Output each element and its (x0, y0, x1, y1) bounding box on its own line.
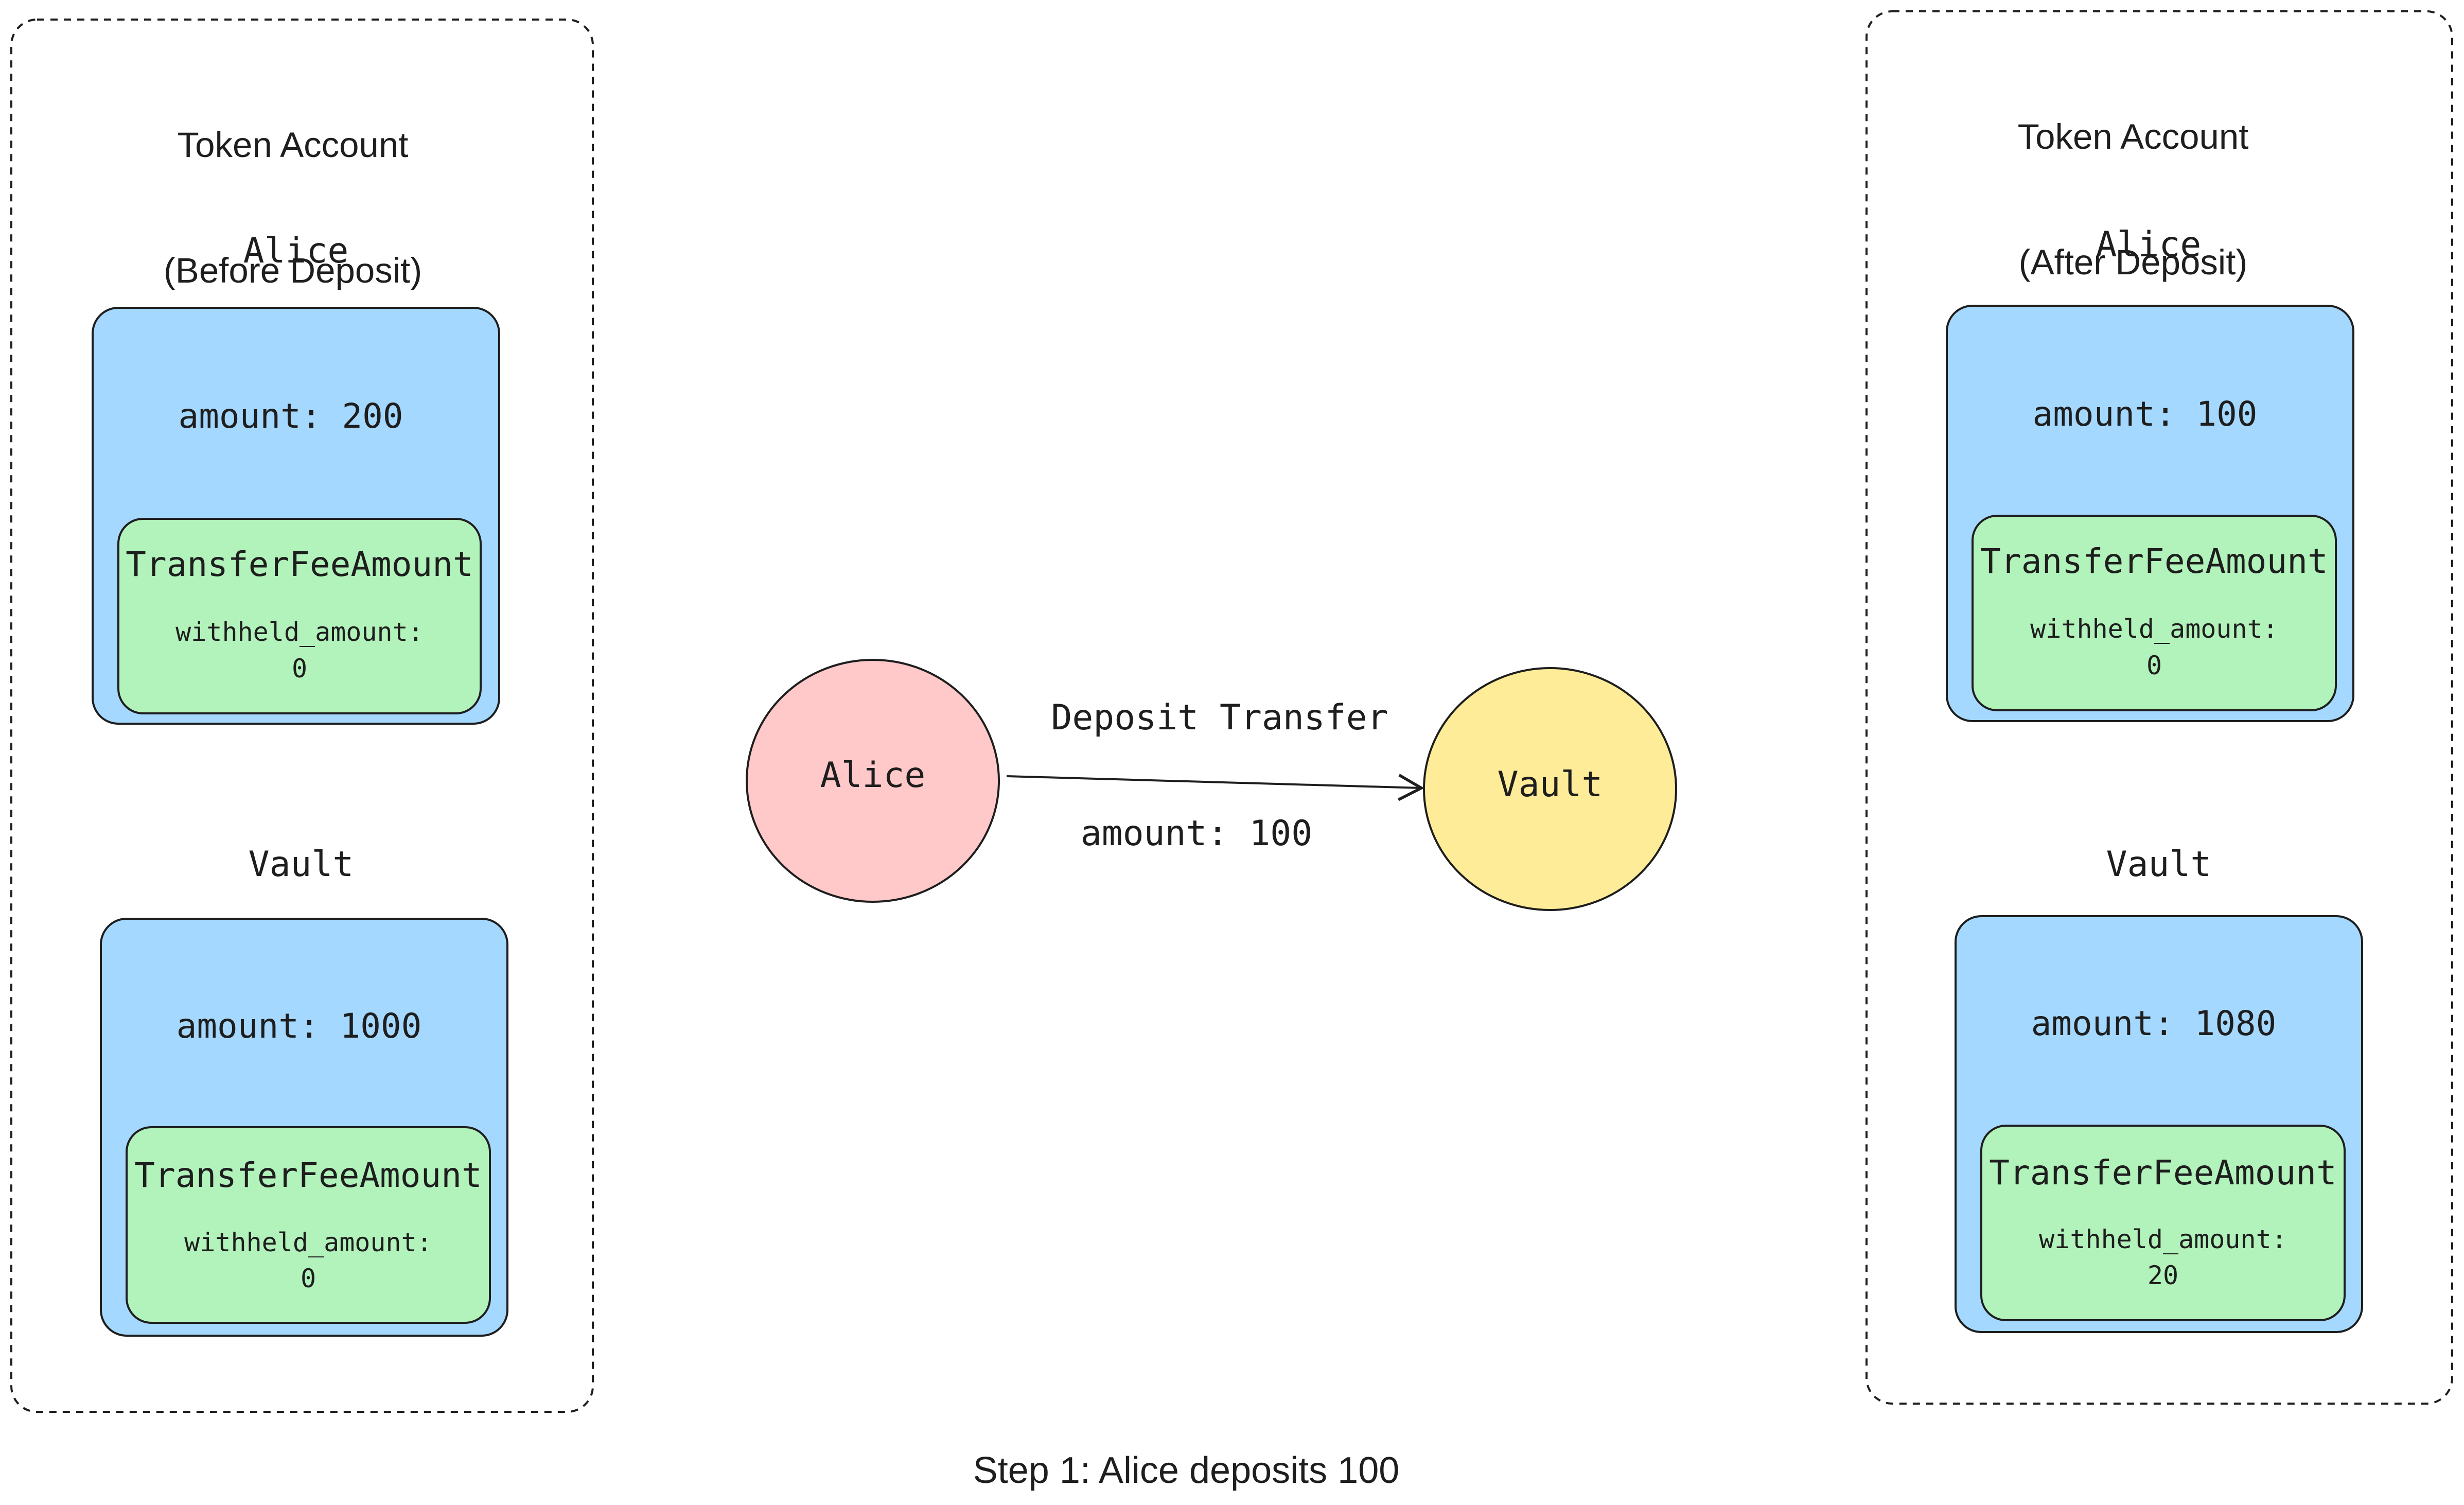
before-vault-withheld-value: 0 (300, 1264, 316, 1293)
before-alice-fee-title: TransferFeeAmount (126, 545, 473, 584)
after-vault-withheld-label: withheld_amount: (2039, 1224, 2287, 1254)
after-vault-amount: amount: 1080 (2031, 1004, 2277, 1043)
after-vault-fee-title: TransferFeeAmount (1989, 1153, 2337, 1193)
before-title-line1: Token Account (177, 125, 409, 165)
after-alice-amount: amount: 100 (2032, 394, 2258, 434)
alice-node (746, 659, 1000, 903)
before-alice-withheld-label: withheld_amount: (175, 617, 424, 647)
after-alice-fee-box (1972, 515, 2337, 711)
after-title-line1: Token Account (2017, 116, 2249, 156)
alice-node-label: Alice (820, 755, 926, 796)
after-title-line2: (After Deposit) (2018, 242, 2248, 283)
before-title-line2: (Before Deposit) (163, 251, 423, 291)
before-alice-amount: amount: 200 (178, 396, 403, 436)
step-caption: Step 1: Alice deposits 100 (973, 1450, 1400, 1491)
before-group-title: Token Account (Before Deposit) (109, 40, 477, 375)
before-vault-amount: amount: 1000 (176, 1006, 422, 1046)
deposit-amount-label: amount: 100 (1080, 813, 1313, 854)
after-vault-name: Vault (2106, 844, 2212, 885)
after-vault-withheld-value: 20 (2147, 1261, 2179, 1290)
after-alice-name: Alice (2096, 224, 2202, 265)
before-vault-fee-box (126, 1126, 491, 1324)
before-alice-withheld-value: 0 (291, 654, 308, 684)
after-alice-withheld-value: 0 (2146, 651, 2162, 680)
deposit-transfer-arrow (1006, 774, 1424, 801)
after-alice-withheld-label: withheld_amount: (2030, 614, 2278, 644)
before-vault-name: Vault (248, 844, 354, 885)
before-alice-fee-box (117, 518, 482, 714)
after-group-title: Token Account (After Deposit) (1949, 32, 2317, 367)
before-vault-fee-title: TransferFeeAmount (134, 1156, 482, 1195)
after-alice-fee-title: TransferFeeAmount (1980, 541, 2328, 581)
after-vault-fee-box (1980, 1125, 2346, 1321)
vault-node-label: Vault (1497, 764, 1603, 805)
after-group-frame (1865, 10, 2453, 1405)
before-vault-withheld-label: withheld_amount: (184, 1228, 432, 1257)
deposit-transfer-label: Deposit Transfer (1051, 697, 1388, 738)
before-alice-name: Alice (243, 231, 349, 271)
